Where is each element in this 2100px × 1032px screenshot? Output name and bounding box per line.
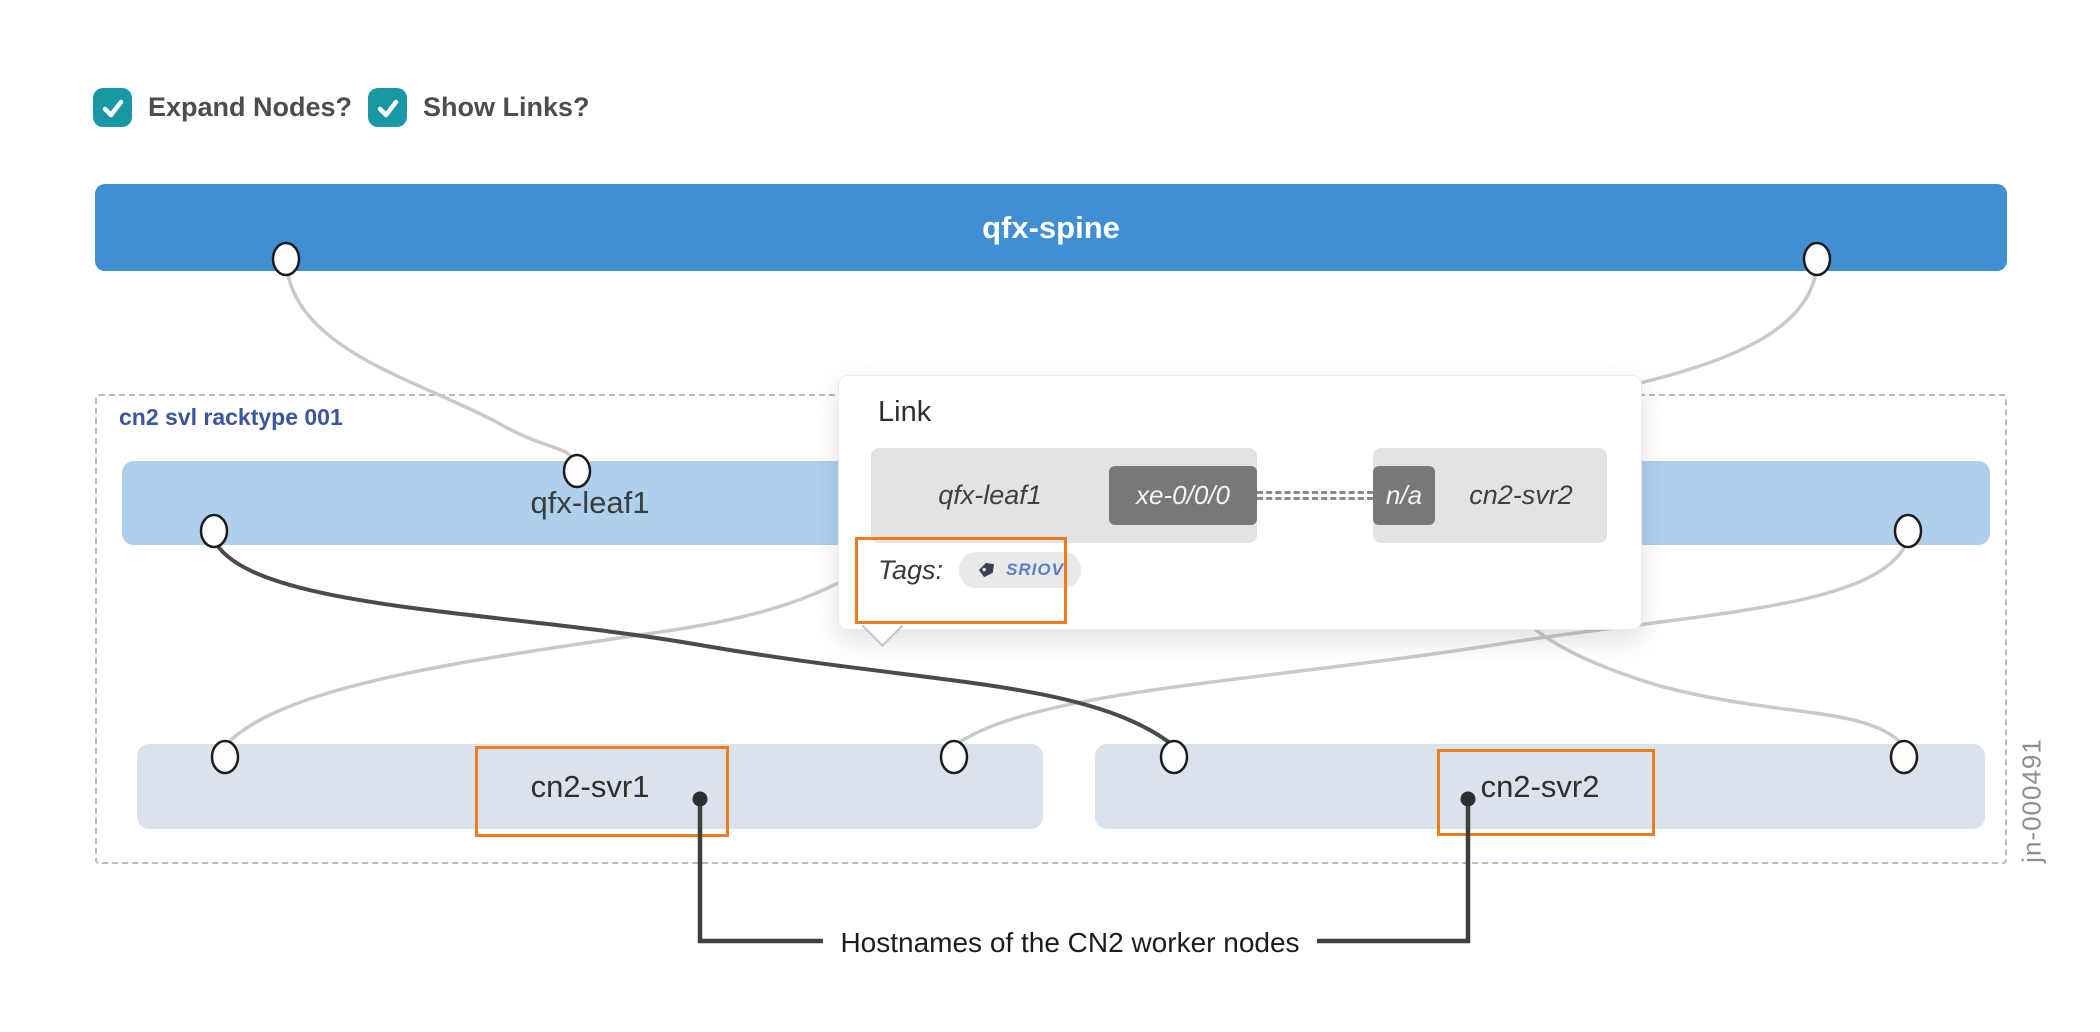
tooltip-source-interface: xe-0/0/0: [1109, 466, 1257, 525]
tooltip-tags-row: Tags: SRIOV: [878, 552, 1081, 588]
node-cn2-svr2-label: cn2-svr2: [1480, 768, 1600, 804]
link-leaf1-to-cn2svr2-selected[interactable]: [212, 538, 1176, 748]
checkmark-icon: [377, 99, 398, 117]
expand-nodes-checkbox-group: Expand Nodes?: [93, 88, 352, 127]
tag-pill-sriov[interactable]: SRIOV: [959, 552, 1081, 588]
show-links-checkbox-group: Show Links?: [368, 88, 590, 127]
figure-id: jn-000491: [2016, 738, 2047, 863]
node-qfx-spine[interactable]: qfx-spine: [95, 184, 2007, 271]
link-cn2svr1-left-to-leaf[interactable]: [223, 558, 882, 748]
tooltip-link-row: qfx-leaf1 xe-0/0/0 n/a cn2-svr2: [871, 448, 1607, 543]
link-leaf-right-to-cn2svr1-right[interactable]: [952, 538, 1910, 748]
link-tooltip: Link qfx-leaf1 xe-0/0/0 n/a cn2-svr2 Tag…: [838, 375, 1642, 630]
expand-nodes-checkbox[interactable]: [93, 88, 132, 127]
checkmark-icon: [102, 99, 123, 117]
node-qfx-spine-label: qfx-spine: [982, 209, 1120, 245]
expand-nodes-label: Expand Nodes?: [148, 92, 353, 122]
tooltip-target-endpoint: n/a cn2-svr2: [1373, 448, 1607, 543]
tag-label: SRIOV: [1006, 560, 1064, 579]
link-spine-to-leaf-left[interactable]: [284, 262, 579, 466]
link-spine-right-to-leaf[interactable]: [1598, 262, 1819, 394]
node-cn2-svr2[interactable]: cn2-svr2: [1095, 744, 1985, 829]
tooltip-target-interface: n/a: [1373, 466, 1435, 525]
highlight-rect-cn2-svr1: [475, 746, 729, 837]
callout-text: Hostnames of the CN2 worker nodes: [823, 925, 1317, 961]
node-cn2-svr1-label: cn2-svr1: [530, 768, 650, 804]
tooltip-source-endpoint: qfx-leaf1 xe-0/0/0: [871, 448, 1257, 543]
highlight-rect-tags: [855, 537, 1067, 624]
node-cn2-svr1[interactable]: cn2-svr1: [137, 744, 1043, 829]
rack-label: cn2 svl racktype 001: [119, 404, 343, 430]
tooltip-link-connector: [1257, 491, 1373, 500]
show-links-label: Show Links?: [423, 92, 590, 122]
tooltip-source-device: qfx-leaf1: [938, 480, 1042, 510]
highlight-rect-cn2-svr2: [1437, 749, 1655, 836]
show-links-checkbox[interactable]: [368, 88, 407, 127]
tag-icon: [978, 562, 995, 578]
node-qfx-leaf1-label: qfx-leaf1: [530, 485, 650, 520]
tooltip-target-device: cn2-svr2: [1469, 480, 1573, 510]
tooltip-title: Link: [878, 396, 932, 428]
tags-label: Tags:: [878, 554, 944, 585]
